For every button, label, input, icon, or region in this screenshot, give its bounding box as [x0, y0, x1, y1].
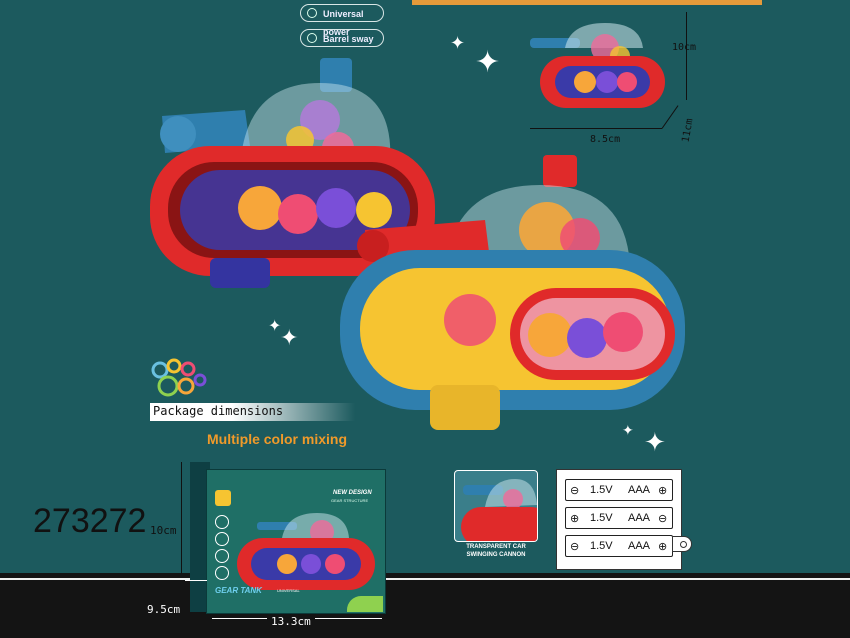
battery-voltage: 1.5V [590, 540, 613, 552]
sparkle-icon: ✦ [622, 423, 634, 439]
box-name-line1: GEAR TANK [215, 586, 262, 595]
battery-slot: ⊖ 1.5V AAA ⊕ [565, 479, 673, 501]
plus-sign: ⊕ [658, 485, 668, 497]
battery-voltage: 1.5V [590, 512, 613, 524]
sparkle-icon: ✦ [268, 316, 282, 335]
sparkle-icon: ✦ [644, 428, 666, 458]
color-mixing-label: Multiple color mixing [207, 431, 348, 447]
barrel-sway-feature: Barrel sway [300, 29, 384, 47]
sparkle-icon: ✦ [450, 33, 466, 54]
plus-sign: ⊕ [658, 541, 668, 553]
product-code: 273272 [33, 502, 147, 540]
battery-type: AAA [628, 484, 651, 496]
battery-cover-tab [672, 536, 692, 552]
package-box-image: NEW DESIGN GEAR STRUCTURE GEAR TANK UNIV… [206, 469, 386, 614]
red-tank-image [150, 58, 450, 298]
minus-sign: ⊖ [570, 541, 580, 553]
blue-tank-image [335, 150, 695, 435]
battery-slot: ⊖ 1.5V AAA ⊕ [565, 535, 673, 557]
package-depth-line [185, 580, 207, 581]
plus-sign: ⊕ [570, 513, 580, 525]
inset-closeup-image [454, 470, 538, 542]
sparkle-icon: ✦ [280, 326, 299, 351]
universal-power-feature: Universal power [300, 4, 384, 37]
feature-icon [215, 515, 229, 529]
power-icon [307, 8, 317, 18]
small-tank-depth-label: 11cm [680, 117, 696, 144]
minus-sign: ⊖ [658, 513, 668, 525]
brand-logo [215, 490, 231, 506]
bottom-band [0, 573, 850, 638]
box-design-line2: GEAR STRUCTURE [331, 498, 369, 503]
box-corner-accent [347, 596, 383, 612]
person-icon [307, 33, 317, 43]
battery-slot: ⊕ 1.5V AAA ⊖ [565, 507, 673, 529]
battery-panel: ⊖ 1.5V AAA ⊕ ⊕ 1.5V AAA ⊖ ⊖ 1.5V AAA ⊕ [556, 469, 682, 570]
package-depth-label: 9.5cm [147, 603, 181, 616]
gears-icon [150, 358, 208, 398]
battery-type: AAA [628, 540, 651, 552]
small-tank-width-line [530, 128, 662, 129]
package-height-line [181, 462, 182, 574]
feature-icon [215, 566, 229, 580]
package-dimensions-header [150, 403, 355, 421]
top-accent-bar [412, 0, 762, 5]
minus-sign: ⊖ [570, 485, 580, 497]
small-tank-image [525, 18, 675, 118]
bottom-band-white-strip [0, 578, 850, 580]
small-tank-width-label: 8.5cm [590, 134, 621, 145]
feature-icon [215, 549, 229, 563]
barrel-sway-label: Barrel sway [323, 34, 374, 44]
box-tank-art [237, 513, 375, 590]
inset-caption-line1: TRANSPARENT CAR [466, 544, 526, 550]
small-tank-height-line [686, 12, 687, 100]
feature-icon [215, 532, 229, 546]
package-box-side [190, 462, 210, 612]
package-dimensions-label: Package dimensions [153, 404, 284, 418]
inset-caption-line2: SWINGING CANNON [466, 552, 526, 558]
box-name-line2: UNIVERSAL [277, 588, 300, 593]
battery-voltage: 1.5V [590, 484, 613, 496]
box-design-line1: NEW DESIGN [333, 490, 372, 496]
small-tank-height-label: 10cm [672, 42, 697, 53]
package-width-label: 13.3cm [267, 615, 315, 628]
package-height-label: 10cm [150, 524, 177, 537]
universal-power-label: Universal power [323, 9, 364, 37]
battery-type: AAA [628, 512, 651, 524]
sparkle-icon: ✦ [475, 45, 501, 80]
